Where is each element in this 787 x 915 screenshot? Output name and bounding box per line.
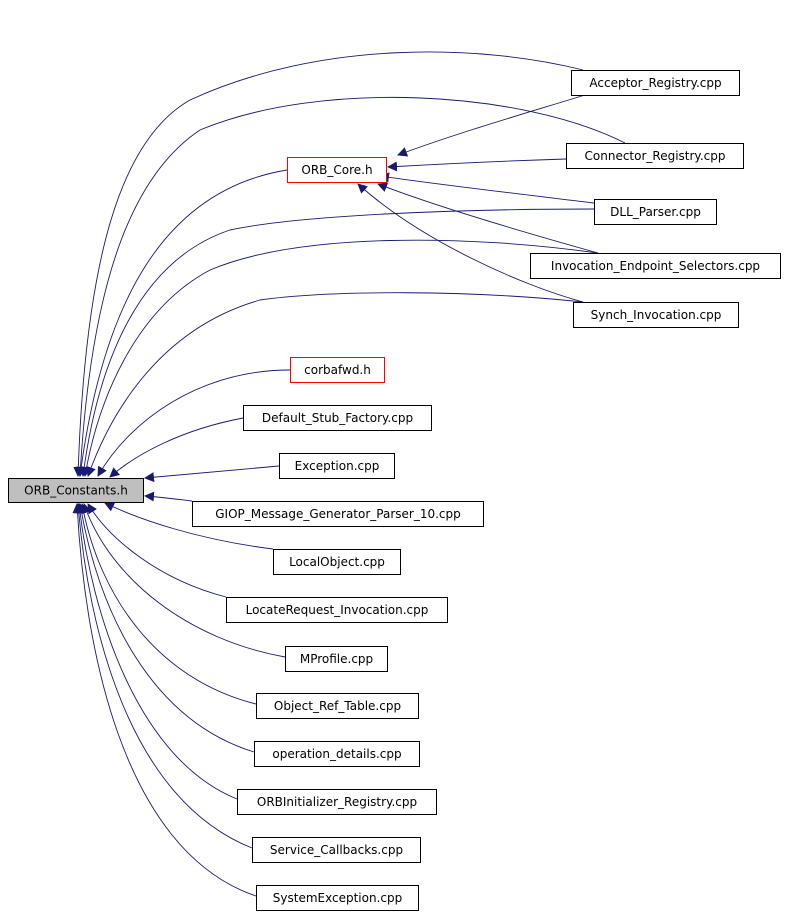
node-orb-core[interactable]: ORB_Core.h (287, 157, 387, 183)
node-box (273, 549, 401, 575)
node-acceptor-registry[interactable]: Acceptor_Registry.cpp (571, 70, 740, 96)
node-box (243, 405, 432, 431)
node-box (256, 885, 419, 911)
node-box (256, 693, 419, 719)
node-default-stub-factory[interactable]: Default_Stub_Factory.cpp (243, 405, 432, 431)
node-label: Synch_Invocation.cpp (591, 308, 722, 322)
edge-localobject-to-orb_constants (104, 502, 274, 550)
node-label: ORBInitializer_Registry.cpp (257, 795, 417, 809)
node-localobject[interactable]: LocalObject.cpp (273, 549, 401, 575)
node-box (530, 253, 781, 279)
node-label: Invocation_Endpoint_Selectors.cpp (551, 259, 760, 273)
edge-mprofile-to-orb_constants (82, 503, 286, 658)
node-label: Default_Stub_Factory.cpp (262, 411, 413, 425)
node-label: ORB_Core.h (301, 163, 372, 177)
node-connector-registry[interactable]: Connector_Registry.cpp (566, 143, 744, 169)
node-box (573, 302, 739, 328)
edge-orbinitializer_registry-to-orb_constants (75, 503, 238, 800)
nodes: ORB_Constants.h ORB_Core.h Acceptor_Regist… (8, 70, 781, 911)
node-orbinitializer-registry[interactable]: ORBInitializer_Registry.cpp (237, 789, 437, 815)
node-label: Acceptor_Registry.cpp (589, 76, 721, 90)
edge-corbafwd-to-orb_constants (97, 369, 291, 477)
edge-connector_registry-to-orb_core (387, 158, 567, 172)
edge-acceptor_registry-to-orb_constants (73, 51, 584, 477)
edge-synch_invocation-to-orb_core (357, 183, 584, 303)
edge-systemexception-to-orb_constants (72, 503, 257, 897)
edge-synch_invocation-to-orb_constants (86, 292, 584, 477)
edge-operation_details-to-orb_constants (76, 503, 255, 753)
node-invocation-endpoint-selectors[interactable]: Invocation_Endpoint_Selectors.cpp (530, 253, 781, 279)
node-label: MProfile.cpp (300, 652, 373, 666)
edges (72, 51, 626, 897)
node-mprofile[interactable]: MProfile.cpp (285, 646, 388, 672)
node-operation-details[interactable]: operation_details.cpp (254, 741, 420, 767)
node-label: LocateRequest_Invocation.cpp (246, 603, 429, 617)
node-box (8, 478, 144, 503)
edge-orb_core-to-orb_constants (76, 169, 288, 477)
node-box (290, 357, 385, 383)
node-synch-invocation[interactable]: Synch_Invocation.cpp (573, 302, 739, 328)
node-label: operation_details.cpp (272, 747, 401, 761)
node-label: DLL_Parser.cpp (610, 205, 701, 219)
node-label: Connector_Registry.cpp (585, 149, 726, 163)
node-object-ref-table[interactable]: Object_Ref_Table.cpp (256, 693, 419, 719)
node-box (252, 837, 421, 863)
node-box (192, 501, 484, 527)
node-box (566, 143, 744, 169)
node-box (279, 453, 395, 479)
edge-default_stub_factory-to-orb_constants (109, 417, 244, 478)
node-locaterequest-invocation[interactable]: LocateRequest_Invocation.cpp (226, 597, 448, 623)
edge-acceptor_registry-to-orb_core (397, 94, 586, 157)
node-box (226, 597, 448, 623)
node-label: corbafwd.h (304, 363, 371, 377)
edge-giop_message_generator_parser_10-to-orb_constants (144, 491, 193, 502)
node-dll-parser[interactable]: DLL_Parser.cpp (594, 199, 717, 225)
node-box (571, 70, 740, 96)
node-box (285, 646, 388, 672)
node-label: Object_Ref_Table.cpp (274, 699, 401, 713)
node-label: GIOP_Message_Generator_Parser_10.cpp (215, 507, 461, 521)
node-label: ORB_Constants.h (24, 484, 128, 498)
edge-object_ref_table-to-orb_constants (78, 503, 257, 705)
edge-service_callbacks-to-orb_constants (73, 503, 253, 849)
node-exception[interactable]: Exception.cpp (279, 453, 395, 479)
edge-dll_parser-to-orb_core (379, 172, 595, 204)
edge-invocation_endpoint_selectors-to-orb_constants (81, 239, 599, 477)
node-systemexception[interactable]: SystemException.cpp (256, 885, 419, 911)
edge-connector_registry-to-orb_constants (75, 96, 626, 477)
node-label: Exception.cpp (295, 459, 380, 473)
node-box (287, 157, 387, 183)
edge-dll_parser-to-orb_constants (79, 208, 595, 477)
node-service-callbacks[interactable]: Service_Callbacks.cpp (252, 837, 421, 863)
node-box (237, 789, 437, 815)
node-corbafwd[interactable]: corbafwd.h (290, 357, 385, 383)
node-box (254, 741, 420, 767)
node-label: Service_Callbacks.cpp (270, 843, 403, 857)
node-orb-constants: ORB_Constants.h (8, 478, 144, 503)
edge-invocation_endpoint_selectors-to-orb_core (377, 182, 599, 254)
edge-locaterequest_invocation-to-orb_constants (87, 503, 227, 598)
node-box (594, 199, 717, 225)
node-label: SystemException.cpp (273, 891, 402, 905)
node-giop-message-generator-parser-10[interactable]: GIOP_Message_Generator_Parser_10.cpp (192, 501, 484, 527)
node-label: LocalObject.cpp (289, 555, 385, 569)
edge-exception-to-orb_constants (144, 465, 280, 483)
